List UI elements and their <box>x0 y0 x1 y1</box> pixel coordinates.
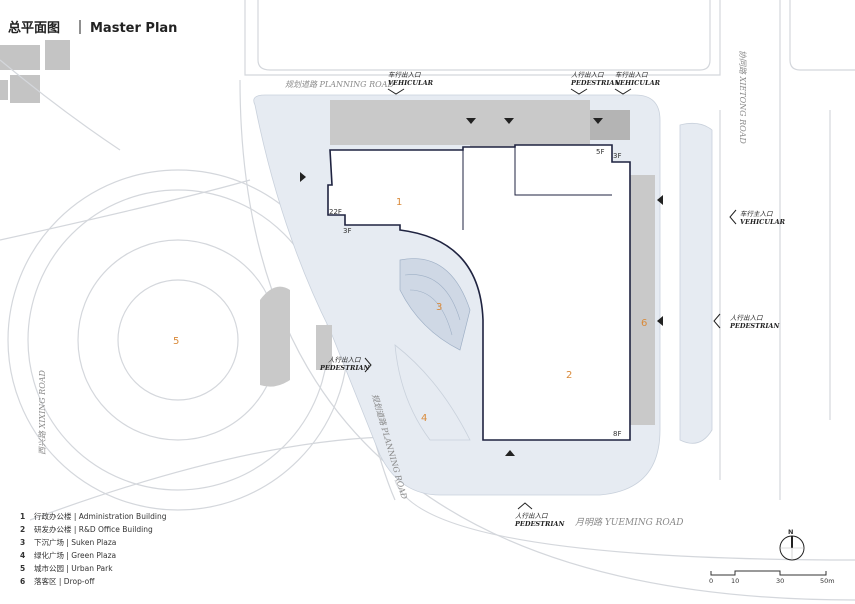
road-xixing: 西兴路 XIXING ROAD <box>38 369 47 455</box>
svg-text:落客区 | Drop-off: 落客区 | Drop-off <box>34 576 95 586</box>
svg-text:N: N <box>788 528 793 536</box>
svg-text:人行出入口: 人行出入口 <box>730 314 763 322</box>
east-drive <box>679 122 713 444</box>
zone-3: 3 <box>436 302 442 313</box>
svg-text:行政办公楼 | Administration Buildin: 行政办公楼 | Administration Building <box>34 511 167 521</box>
entrance-vehicular-main-east: 车行主入口 VEHICULAR <box>729 209 786 226</box>
road-xietong: 协同路 XIETONG ROAD <box>738 50 747 144</box>
svg-text:下沉广场 | Suken Plaza: 下沉广场 | Suken Plaza <box>34 537 116 547</box>
svg-text:车行出入口: 车行出入口 <box>615 71 648 79</box>
entrance-pedestrian-west: 人行出入口 PEDESTRIAN <box>319 356 372 373</box>
svg-text:50m: 50m <box>820 577 835 585</box>
svg-text:研发办公楼 | R&D Office Building: 研发办公楼 | R&D Office Building <box>34 524 153 534</box>
floor-label: 8F <box>613 430 621 438</box>
context-buildings <box>0 40 70 103</box>
svg-text:5: 5 <box>20 564 25 573</box>
svg-text:0: 0 <box>709 577 713 585</box>
svg-text:30: 30 <box>776 577 784 585</box>
floor-label: 5F <box>596 148 604 156</box>
road-yueming: 月明路 YUEMING ROAD <box>575 517 684 528</box>
title-cn: 总平面图 <box>8 20 60 36</box>
north-arrow: N <box>779 528 805 561</box>
svg-text:PEDESTRIAN: PEDESTRIAN <box>319 364 370 372</box>
svg-text:人行出入口: 人行出入口 <box>515 512 548 520</box>
entrance-pedestrian-south: 人行出入口 PEDESTRIAN <box>514 502 565 528</box>
scale-bar: 0 10 30 50m <box>709 570 835 585</box>
zone-6: 6 <box>641 318 647 329</box>
floor-label: 22F <box>329 208 342 216</box>
svg-text:1: 1 <box>20 512 25 521</box>
svg-text:城市公园 | Urban Park: 城市公园 | Urban Park <box>34 563 113 573</box>
svg-text:VEHICULAR: VEHICULAR <box>740 218 786 226</box>
entrance-vehicular-top: 车行出入口 VEHICULAR <box>387 71 434 95</box>
zone-2: 2 <box>566 370 572 381</box>
sunken-plaza <box>399 258 471 351</box>
zone-4: 4 <box>421 413 427 424</box>
floor-label: 3F <box>613 152 621 160</box>
svg-text:人行出入口: 人行出入口 <box>571 71 604 79</box>
svg-text:PEDESTRIAN: PEDESTRIAN <box>729 322 780 330</box>
gate-markers <box>300 118 663 456</box>
entrance-vehicular-top-right: 车行出入口 VEHICULAR <box>614 71 661 95</box>
svg-text:2: 2 <box>20 525 25 534</box>
floor-label: 3F <box>343 227 351 235</box>
svg-text:10: 10 <box>731 577 739 585</box>
svg-text:6: 6 <box>20 577 25 586</box>
svg-text:PEDESTRIAN: PEDESTRIAN <box>514 520 565 528</box>
svg-text:绿化广场 | Green Plaza: 绿化广场 | Green Plaza <box>34 550 116 560</box>
svg-text:车行出入口: 车行出入口 <box>388 71 421 79</box>
zone-1: 1 <box>396 197 402 208</box>
svg-text:车行主入口: 车行主入口 <box>740 210 773 218</box>
administration-building-outline <box>327 144 631 441</box>
svg-text:VEHICULAR: VEHICULAR <box>615 79 661 87</box>
entrance-pedestrian-top: 人行出入口 PEDESTRIAN <box>570 71 621 95</box>
zone-5: 5 <box>173 336 179 347</box>
svg-text:人行出入口: 人行出入口 <box>328 356 361 364</box>
green-plaza <box>394 344 471 441</box>
svg-text:4: 4 <box>20 551 25 560</box>
title-en: Master Plan <box>90 21 177 36</box>
svg-text:3: 3 <box>20 538 25 547</box>
svg-text:PEDESTRIAN: PEDESTRIAN <box>570 79 621 87</box>
legend: 1 行政办公楼 | Administration Building 2 研发办公楼 … <box>20 511 167 586</box>
road-planning-top: 规划道路 PLANNING ROAD <box>285 80 394 89</box>
svg-text:VEHICULAR: VEHICULAR <box>388 79 434 87</box>
entrance-pedestrian-east: 人行出入口 PEDESTRIAN <box>713 313 780 330</box>
